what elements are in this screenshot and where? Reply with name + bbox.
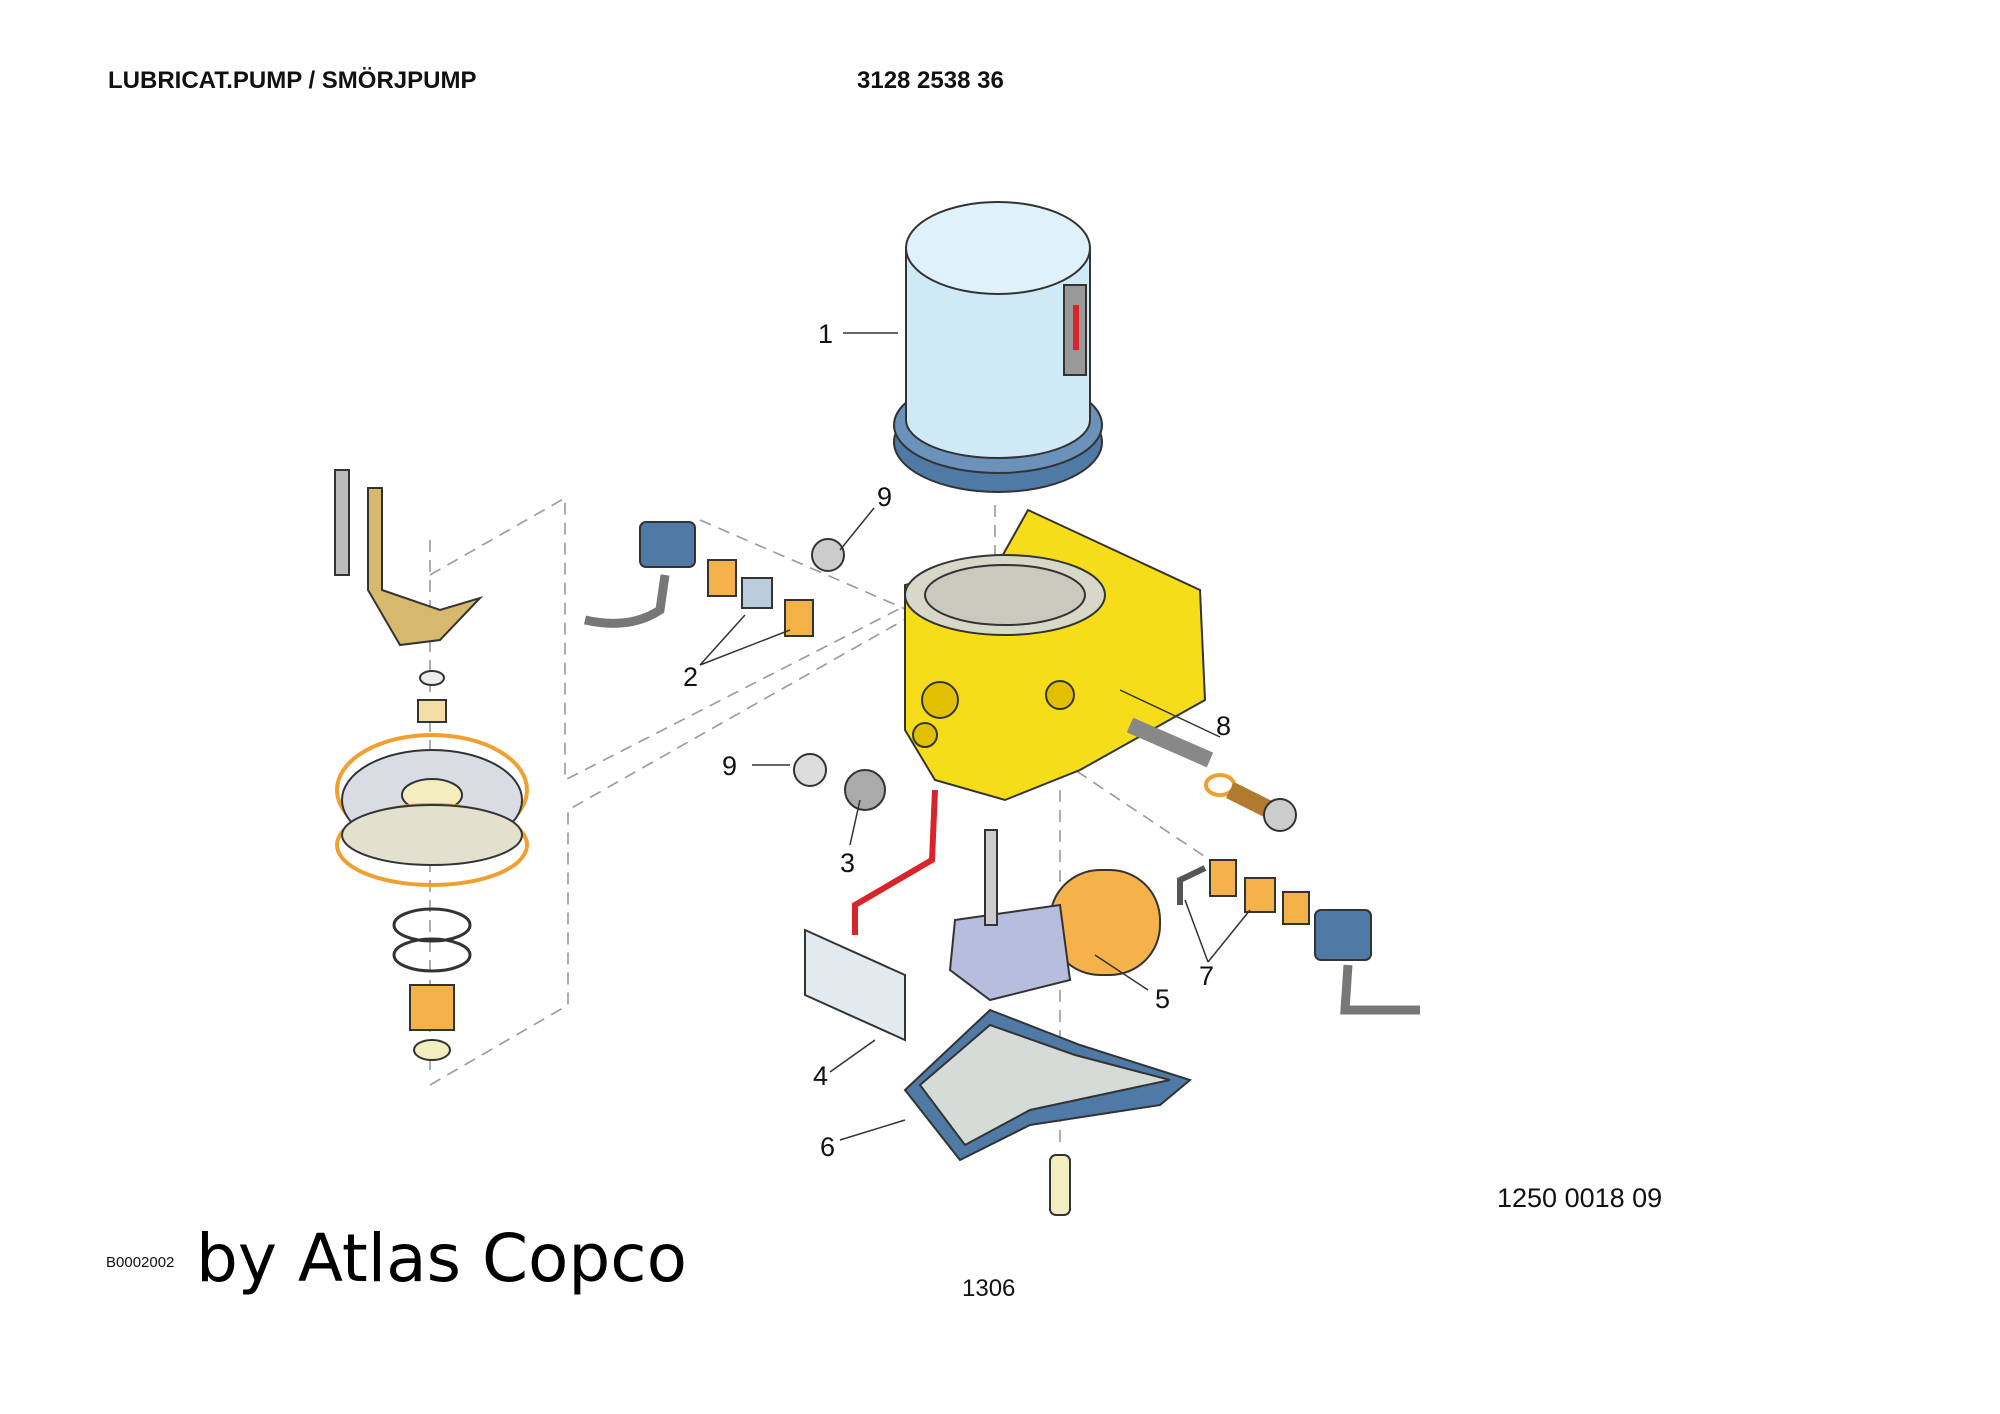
callout-7: 7 bbox=[1199, 961, 1214, 991]
callout-6: 6 bbox=[820, 1132, 835, 1162]
page-number: 1306 bbox=[962, 1275, 1016, 1302]
motor-part-5 bbox=[948, 829, 1161, 1002]
circuit-board-part-4 bbox=[804, 789, 938, 1042]
callout-4: 4 bbox=[813, 1061, 828, 1091]
solenoid-connector-right bbox=[1177, 859, 1420, 1015]
callout-5: 5 bbox=[1155, 984, 1170, 1014]
callout-9-top: 9 bbox=[877, 482, 892, 512]
base-plate-part-6 bbox=[903, 1008, 1193, 1216]
drawing-number: 1250 0018 09 bbox=[1497, 1183, 1663, 1213]
pump-housing bbox=[904, 508, 1207, 802]
document-code: B0002002 bbox=[106, 1254, 175, 1271]
callout-leader-lines bbox=[699, 332, 1251, 1141]
callout-1: 1 bbox=[818, 319, 833, 349]
part-number: 3128 2538 36 bbox=[857, 67, 1004, 94]
callout-labels: 1 9 2 8 9 3 5 7 4 6 bbox=[683, 319, 1231, 1162]
agitator-assembly bbox=[334, 469, 529, 1061]
callout-8: 8 bbox=[1216, 711, 1231, 741]
callout-9-left: 9 bbox=[722, 751, 737, 781]
brand-text: by Atlas Copco bbox=[196, 1220, 687, 1297]
callout-3: 3 bbox=[840, 848, 855, 878]
callout-2: 2 bbox=[683, 662, 698, 692]
reservoir-part-1 bbox=[893, 201, 1103, 493]
diagram-title: LUBRICAT.PUMP / SMÖRJPUMP bbox=[108, 67, 477, 94]
check-valve-part-8 bbox=[1126, 717, 1297, 832]
